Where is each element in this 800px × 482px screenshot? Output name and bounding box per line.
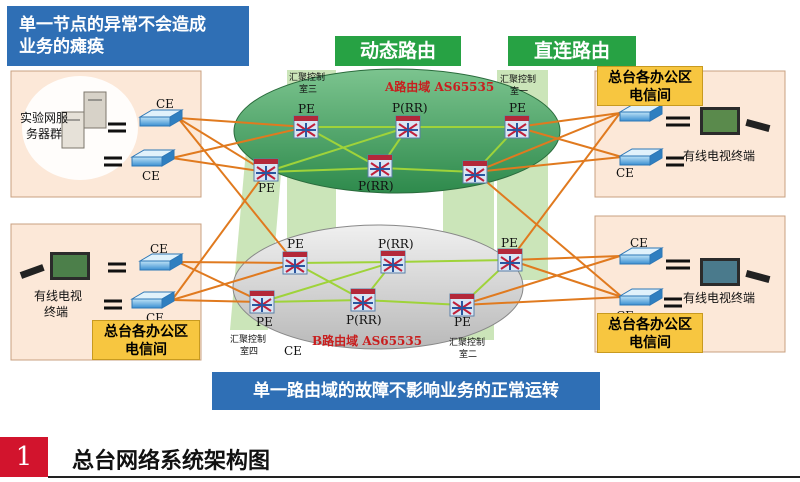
router-p-rr-b-center: [350, 288, 376, 312]
domain-b-label: B路由域 AS65535: [312, 333, 422, 348]
bottom-banner: 单一路由域的故障不影响业务的正常运转: [212, 372, 600, 410]
tag-direct-routing: 直连路由: [508, 36, 636, 66]
office-tag-line1: 总台各办公区: [104, 324, 188, 340]
ce-label: CE: [616, 166, 634, 180]
office-tag-line2: 电信间: [125, 342, 167, 358]
office-tag-top-right: 总台各办公区 电信间: [597, 66, 703, 106]
tv-terminal-icon-bottom-right: [700, 258, 771, 286]
ce-label: CE: [150, 242, 168, 256]
router-pe-a-room1: [504, 115, 530, 139]
node-label: PE: [501, 236, 518, 250]
server-group-label-line1: 实验网服: [20, 110, 68, 125]
room3-label-line2: 室三: [299, 83, 317, 95]
node-label: PE: [454, 315, 471, 329]
room4-label-line2: 室四: [240, 345, 258, 357]
router-pe-b-room1: [497, 248, 523, 272]
room1-label-line1: 汇聚控制: [500, 73, 536, 85]
ce-label: CE: [630, 236, 648, 250]
office-tag-bottom-left: 总台各办公区 电信间: [92, 320, 200, 360]
office-tag-line2: 电信间: [629, 335, 671, 351]
caption-rule: [48, 476, 800, 478]
figure-number: 1: [0, 437, 48, 477]
domain-a-label: A路由域 AS65535: [384, 79, 494, 94]
server-group-icon: [22, 76, 138, 180]
office-tag-bottom-right: 总台各办公区 电信间: [597, 313, 703, 353]
router-pe-a-room3: [293, 115, 319, 139]
node-label: P(RR): [392, 101, 428, 115]
router-pe-a-room2: [462, 160, 488, 184]
router-p-rr-a-center: [367, 154, 393, 178]
tv-label-left-line1: 有线电视: [34, 288, 82, 303]
router-p-rr-a-top: [395, 115, 421, 139]
node-label: PE: [298, 102, 315, 116]
node-label: PE: [258, 181, 275, 195]
room2-label-line1: 汇聚控制: [449, 336, 485, 348]
room2-label-line2: 室二: [459, 348, 477, 360]
top-banner-line2: 业务的瘫痪: [19, 37, 104, 57]
router-p-rr-b-top: [380, 250, 406, 274]
top-banner: 单一节点的异常不会造成 业务的瘫痪: [7, 6, 249, 66]
office-tag-line1: 总台各办公区: [608, 317, 692, 333]
office-tag-line1: 总台各办公区: [608, 70, 692, 86]
room1-label-line2: 室一: [510, 85, 528, 97]
node-label: P(RR): [378, 237, 414, 251]
node-label: PE: [256, 315, 273, 329]
top-banner-line1: 单一节点的异常不会造成: [19, 15, 206, 35]
tv-terminal-icon-top-right: [700, 107, 771, 135]
router-pe-b-room3: [282, 251, 308, 275]
tv-terminal-icon-left: [19, 252, 90, 280]
router-pe-a-left: [253, 158, 279, 182]
room3-label-line1: 汇聚控制: [289, 71, 325, 83]
node-label: P(RR): [358, 179, 394, 193]
tag-dynamic-routing: 动态路由: [335, 36, 461, 66]
ce-label: CE: [156, 97, 174, 111]
tv-label-bottom-right: 有线电视终端: [683, 290, 755, 305]
ce-label: CE: [142, 169, 160, 183]
room4-label-line1: 汇聚控制: [230, 333, 266, 345]
node-label: P(RR): [346, 313, 382, 327]
tv-label-top-right: 有线电视终端: [683, 148, 755, 163]
server-group-label-line2: 务器群: [26, 126, 62, 141]
office-tag-line2: 电信间: [629, 88, 671, 104]
cable-dashes: [104, 116, 690, 310]
node-label: CE: [284, 344, 302, 358]
node-label: PE: [287, 237, 304, 251]
tv-label-left-line2: 终端: [44, 304, 68, 319]
node-label: PE: [509, 101, 526, 115]
access-links: [171, 112, 623, 306]
router-pe-b-room2: [449, 293, 475, 317]
figure-caption: 总台网络系统架构图: [72, 449, 271, 474]
router-pe-b-left: [249, 290, 275, 314]
